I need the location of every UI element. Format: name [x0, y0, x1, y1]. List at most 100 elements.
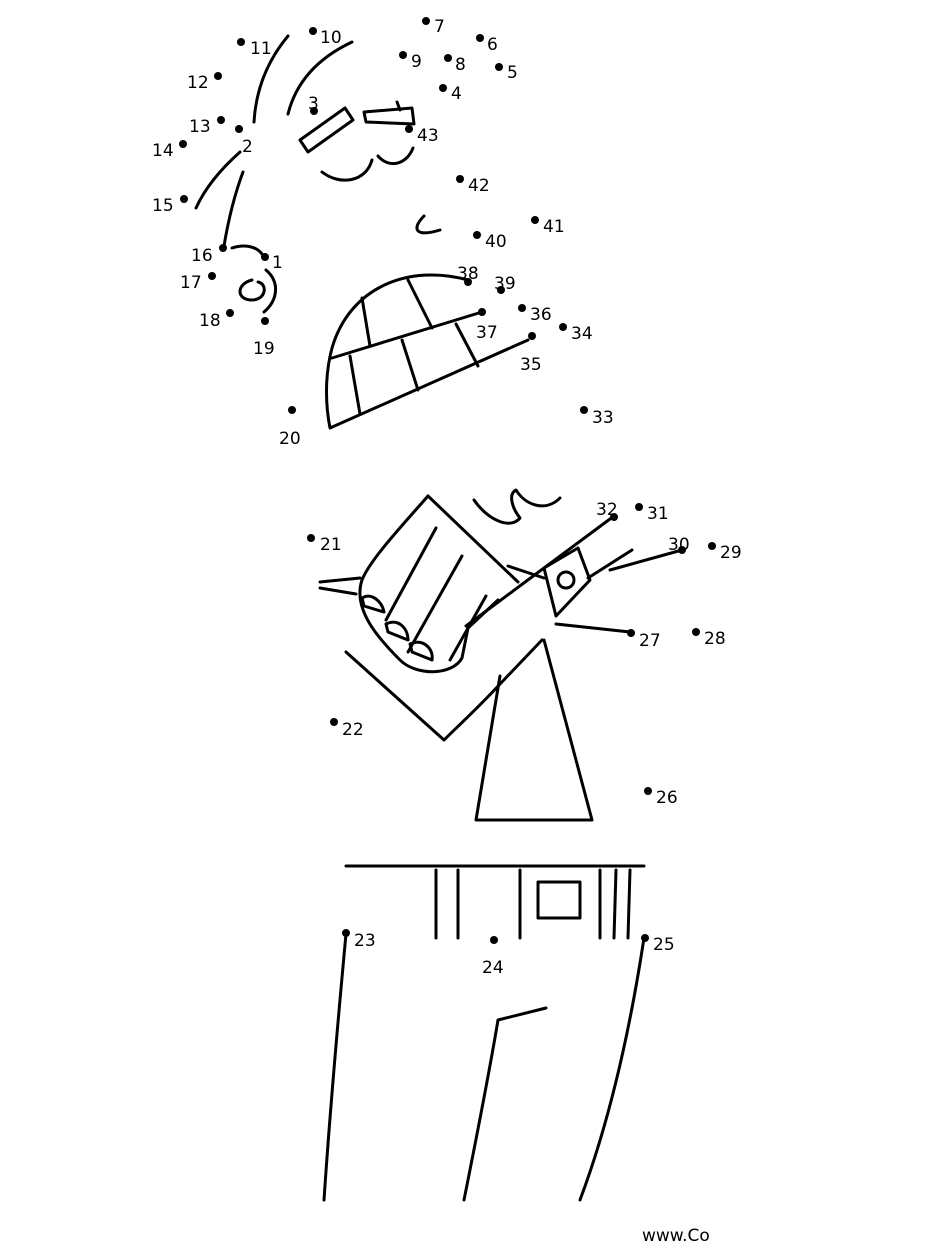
- dot-label-7: 7: [434, 17, 445, 37]
- dot-3: [310, 107, 318, 115]
- dot-34: [559, 323, 567, 331]
- dot-28: [692, 628, 700, 636]
- dot-label-39: 39: [494, 274, 516, 294]
- dot-42: [456, 175, 464, 183]
- dot-7: [422, 17, 430, 25]
- dot-label-19: 19: [253, 339, 275, 359]
- dot-label-30: 30: [668, 535, 690, 555]
- finger-line: [406, 554, 464, 654]
- dot-label-22: 22: [342, 720, 364, 740]
- cheek-line: [320, 158, 374, 182]
- dot-label-32: 32: [596, 500, 618, 520]
- tooth-line: [360, 296, 372, 348]
- dot-32: [610, 513, 618, 521]
- dot-23: [342, 929, 350, 937]
- dot-label-3: 3: [308, 94, 319, 114]
- dot-33: [580, 406, 588, 414]
- dot-12: [214, 72, 222, 80]
- dot-37: [478, 308, 486, 316]
- dot-label-1: 1: [272, 253, 283, 273]
- hair-stroke: [222, 170, 245, 248]
- dot-label-10: 10: [320, 28, 342, 48]
- dot-19: [261, 317, 269, 325]
- finger-line: [448, 594, 488, 662]
- dot-24: [490, 936, 498, 944]
- dot-label-40: 40: [485, 232, 507, 252]
- dot-label-42: 42: [468, 176, 490, 196]
- wrist-line: [318, 576, 362, 584]
- dot-label-17: 17: [180, 273, 202, 293]
- dot-label-15: 15: [152, 196, 174, 216]
- belt-buckle: [536, 880, 582, 920]
- dot-label-11: 11: [250, 39, 272, 59]
- dot-label-41: 41: [543, 217, 565, 237]
- arm-line: [344, 638, 544, 742]
- dot-label-2: 2: [242, 137, 253, 157]
- sleeve-line: [608, 548, 684, 572]
- ear-swirl: [238, 278, 266, 302]
- belt-loop: [612, 868, 618, 940]
- wrist-line: [318, 586, 358, 596]
- sleeve-line: [586, 548, 634, 580]
- dot-27: [627, 629, 635, 637]
- dot-label-37: 37: [476, 323, 498, 343]
- right-pant-leg: [578, 936, 646, 1202]
- dot-label-21: 21: [320, 535, 342, 555]
- fingernail: [384, 620, 410, 642]
- dot-label-34: 34: [571, 324, 593, 344]
- dot-label-26: 26: [656, 788, 678, 808]
- dot-17: [208, 272, 216, 280]
- website-credit: www.Co: [642, 1226, 710, 1246]
- dot-label-23: 23: [354, 931, 376, 951]
- cuff-outline: [542, 546, 592, 618]
- fist-top: [426, 494, 520, 584]
- sleeve-line: [554, 622, 632, 634]
- finger-line: [384, 526, 438, 622]
- dot-1: [261, 253, 269, 261]
- dot-label-12: 12: [187, 73, 209, 93]
- eye-line: [395, 100, 402, 112]
- dot-10: [309, 27, 317, 35]
- tooth-line: [454, 322, 480, 368]
- pant-crease: [462, 1006, 548, 1202]
- dot-31: [635, 503, 643, 511]
- ear-line: [230, 244, 264, 256]
- dot-label-24: 24: [482, 958, 504, 978]
- dot-label-29: 29: [720, 543, 742, 563]
- tooth-line: [348, 354, 362, 416]
- dot-6: [476, 34, 484, 42]
- dot-13: [217, 116, 225, 124]
- ear-line: [262, 268, 277, 314]
- hair-stroke: [286, 40, 354, 116]
- dot-label-27: 27: [639, 631, 661, 651]
- dot-label-43: 43: [417, 126, 439, 146]
- dot-label-25: 25: [653, 935, 675, 955]
- dot-2: [235, 125, 243, 133]
- right-eye-shape: [362, 106, 416, 126]
- footer-mask: [702, 1220, 902, 1234]
- dot-22: [330, 718, 338, 726]
- dot-18: [226, 309, 234, 317]
- hair-stroke: [252, 34, 290, 124]
- belt-loop: [626, 868, 632, 940]
- dot-29: [708, 542, 716, 550]
- left-pant-leg: [322, 932, 348, 1202]
- dot-5: [495, 63, 503, 71]
- dot-16: [219, 244, 227, 252]
- tie-shape: [474, 638, 594, 822]
- cuff-button: [556, 570, 576, 590]
- sleeve-line: [464, 514, 616, 628]
- dot-label-13: 13: [189, 117, 211, 137]
- dot-26: [644, 787, 652, 795]
- tooth-line: [406, 278, 434, 330]
- dot-label-31: 31: [647, 504, 669, 524]
- dot-41: [531, 216, 539, 224]
- dot-38: [464, 278, 472, 286]
- dot-label-18: 18: [199, 311, 221, 331]
- dot-label-28: 28: [704, 629, 726, 649]
- dot-label-6: 6: [487, 35, 498, 55]
- cheek-line: [376, 146, 415, 165]
- fingernail: [360, 594, 386, 614]
